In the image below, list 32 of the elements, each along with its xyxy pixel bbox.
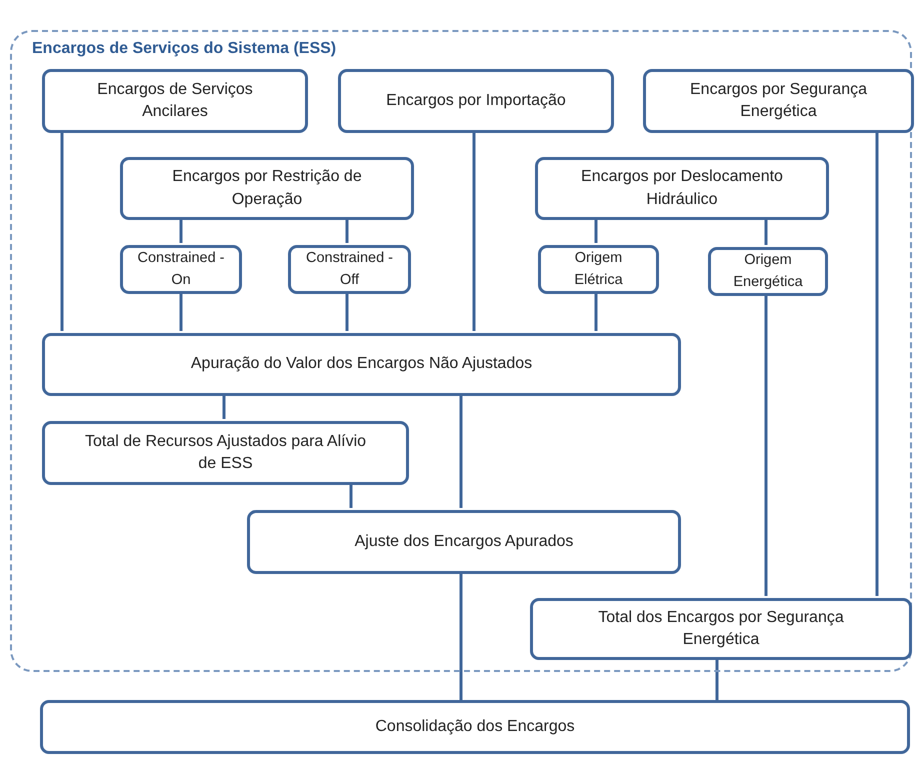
process-box: Encargos de Serviços Ancilares: [42, 69, 308, 133]
process-box: Encargos por Segurança Energética: [643, 69, 914, 133]
process-box: Total de Recursos Ajustados para Alívio de ESS: [42, 421, 409, 485]
connector-line: [594, 292, 598, 331]
process-box: Encargos por Importação: [338, 69, 614, 133]
process-box: Total dos Encargos por Segurança Energética: [530, 598, 912, 660]
connector-line: [764, 294, 768, 596]
group-title: Encargos de Serviços do Sistema (ESS): [32, 39, 336, 59]
connector-line: [460, 394, 462, 508]
connector-line: [346, 292, 348, 331]
process-box: Ajuste dos Encargos Apurados: [247, 510, 681, 574]
process-box: Origem Energética: [708, 247, 828, 296]
process-box: Consolidação dos Encargos: [40, 700, 910, 754]
process-box: Constrained - Off: [288, 245, 411, 294]
process-box: Apuração do Valor dos Encargos Não Ajustados: [42, 333, 681, 396]
process-box: Encargos por Deslocamento Hidráulico: [535, 157, 829, 220]
connector-line: [472, 131, 476, 331]
process-box: Constrained - On: [120, 245, 242, 294]
connector-line: [180, 218, 182, 243]
group-container: [10, 30, 912, 672]
process-box: Origem Elétrica: [538, 245, 659, 294]
connector-line: [594, 218, 598, 243]
connector-line: [60, 131, 64, 331]
process-box: Encargos por Restrição de Operação: [120, 157, 414, 220]
connector-line: [350, 483, 352, 508]
connector-line: [716, 658, 718, 700]
connector-line: [460, 572, 462, 700]
connector-line: [346, 218, 348, 243]
connector-line: [764, 218, 768, 245]
connector-line: [180, 292, 182, 331]
connector-line: [876, 131, 878, 596]
connector-line: [222, 394, 226, 419]
